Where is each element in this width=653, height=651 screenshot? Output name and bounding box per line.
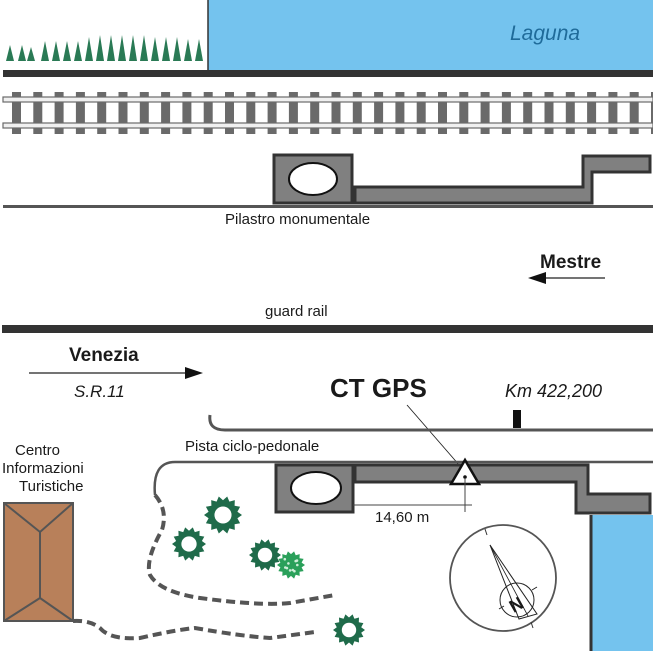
reed bbox=[27, 47, 35, 61]
pilastro-monumentale-structure bbox=[272, 153, 652, 205]
rail-sleeper bbox=[97, 92, 107, 134]
reed bbox=[52, 41, 60, 61]
reed bbox=[74, 41, 82, 61]
rail-sleeper bbox=[225, 92, 234, 134]
rail-sleeper bbox=[33, 92, 43, 134]
reed bbox=[96, 35, 104, 61]
rail-sleeper bbox=[501, 92, 511, 134]
reed bbox=[107, 35, 115, 61]
rail-sleeper bbox=[288, 92, 298, 134]
reed bbox=[129, 35, 137, 61]
rail-sleeper bbox=[629, 92, 639, 134]
rail-sleeper bbox=[331, 92, 341, 134]
rail-sleeper bbox=[587, 92, 597, 134]
rail-sleeper bbox=[310, 92, 320, 134]
road-edge-upper bbox=[3, 205, 653, 208]
rail-sleeper bbox=[203, 92, 213, 134]
tree-icon bbox=[333, 614, 365, 646]
rail-sleeper bbox=[374, 92, 384, 134]
tree-icon bbox=[172, 527, 206, 561]
reed bbox=[41, 41, 49, 61]
label-centro-line3: Turistiche bbox=[19, 478, 83, 495]
tree-icon bbox=[204, 496, 242, 534]
arrow-left-icon bbox=[528, 272, 605, 284]
distance-measure bbox=[353, 478, 472, 512]
lagoon-water-lower bbox=[591, 515, 653, 651]
rail-sleeper bbox=[12, 92, 21, 134]
tree-icon bbox=[249, 539, 281, 571]
label-road-sr11: S.R.11 bbox=[74, 382, 125, 401]
rail-sleeper bbox=[182, 92, 192, 134]
reeds-icon bbox=[6, 35, 203, 61]
rail-sleeper bbox=[395, 92, 405, 134]
reed bbox=[151, 37, 159, 61]
label-distance: 14,60 m bbox=[375, 509, 429, 526]
rail-sleeper bbox=[246, 92, 256, 134]
bike-path-edge bbox=[153, 460, 653, 496]
road-edge-lower bbox=[208, 414, 653, 432]
label-laguna: Laguna bbox=[510, 22, 580, 45]
rail-sleeper bbox=[565, 92, 575, 134]
label-km: Km 422,200 bbox=[505, 381, 602, 401]
label-ct-gps: CT GPS bbox=[330, 373, 427, 403]
trees bbox=[172, 496, 365, 646]
reed bbox=[140, 35, 148, 61]
tourist-info-building bbox=[3, 502, 74, 622]
reed bbox=[6, 45, 14, 61]
label-centro-line2: Informazioni bbox=[2, 460, 84, 477]
rail-sleeper bbox=[438, 92, 447, 134]
label-venezia: Venezia bbox=[69, 345, 139, 366]
label-pista-ciclo-pedonale: Pista ciclo-pedonale bbox=[185, 438, 319, 455]
ct-gps-leader-line bbox=[406, 404, 461, 467]
rail-sleeper bbox=[459, 92, 469, 134]
label-guard-rail: guard rail bbox=[265, 303, 328, 320]
reed bbox=[18, 45, 26, 61]
rail-sleeper bbox=[54, 92, 64, 134]
reed bbox=[118, 35, 126, 61]
rail-sleeper bbox=[352, 92, 362, 134]
lagoon-water-top bbox=[208, 0, 653, 70]
reed bbox=[195, 39, 203, 61]
shore-line bbox=[3, 70, 653, 77]
footpath-dashed bbox=[72, 493, 336, 641]
rail-sleeper bbox=[267, 92, 277, 134]
guard-rail bbox=[2, 325, 653, 333]
rail-sleeper bbox=[608, 92, 618, 134]
label-centro-line1: Centro bbox=[15, 442, 60, 459]
rail-sleeper bbox=[139, 92, 149, 134]
rail-sleeper bbox=[118, 92, 128, 134]
reed bbox=[162, 37, 170, 61]
rail-sleeper bbox=[75, 92, 85, 134]
label-mestre: Mestre bbox=[540, 252, 601, 273]
rail-sleeper bbox=[161, 92, 171, 134]
rail-sleeper bbox=[544, 92, 554, 134]
tree-icon bbox=[277, 551, 305, 579]
label-pilastro: Pilastro monumentale bbox=[225, 211, 370, 228]
reed bbox=[63, 41, 71, 61]
rail-sleeper bbox=[523, 92, 533, 134]
rail-sleeper bbox=[416, 92, 426, 134]
rail-sleeper bbox=[480, 92, 490, 134]
reed bbox=[184, 39, 192, 61]
rail-sleeper bbox=[651, 92, 653, 134]
reed bbox=[85, 37, 93, 61]
arrow-right-icon bbox=[29, 367, 203, 379]
km-marker bbox=[513, 410, 521, 428]
reed bbox=[173, 37, 181, 61]
railway-track bbox=[2, 92, 653, 134]
north-compass-icon: N bbox=[449, 524, 557, 632]
lower-pier-structure bbox=[274, 463, 652, 515]
